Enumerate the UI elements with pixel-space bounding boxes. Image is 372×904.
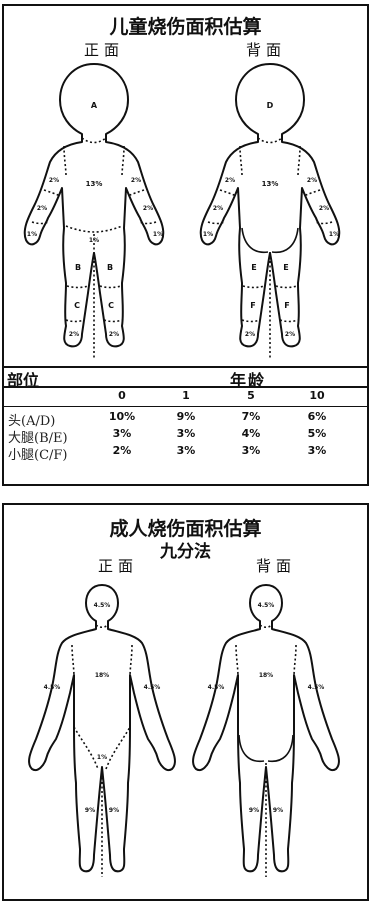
table-cell: 3%: [176, 444, 196, 457]
adult-back-leg-l: 9%: [249, 807, 259, 814]
child-back-foot-l: 2%: [245, 331, 255, 338]
child-back-foot-r: 2%: [285, 331, 295, 338]
adult-back-label: 背面: [256, 557, 297, 575]
child-front-upperarm-l: 2%: [49, 177, 59, 184]
child-back-leg-r: F: [284, 301, 289, 310]
adult-back-head-label: 4.5%: [258, 602, 275, 609]
adult-back-outline: [192, 584, 340, 873]
adult-front-label: 正面: [98, 557, 139, 575]
child-front-foot-l: 2%: [69, 331, 79, 338]
child-back-hand-r: 1%: [329, 231, 339, 238]
age-1: 1: [182, 389, 190, 402]
adult-front-arm-r: 4.5%: [144, 684, 161, 691]
child-front-torso-label: 13%: [86, 180, 103, 188]
child-front-upperarm-r: 2%: [131, 177, 141, 184]
child-front-thigh-r: B: [107, 263, 113, 272]
child-front-hand-l: 1%: [27, 231, 37, 238]
child-back-upperarm-l: 2%: [225, 177, 235, 184]
adult-back-arm-r: 4.5%: [308, 684, 325, 691]
table-header: 部位 年龄: [4, 366, 367, 390]
child-burn-panel: 儿童烧伤面积估算 正面 背面 A 13% 2% 2% 2% 2% 1% 1% 1…: [2, 4, 369, 486]
age-5: 5: [247, 389, 255, 402]
child-front-leg-l: C: [74, 301, 80, 310]
row-label: 小腿(C/F): [8, 448, 68, 463]
child-back-forearm-l: 2%: [213, 205, 223, 212]
age-10: 10: [309, 389, 325, 402]
table-row: 小腿(C/F) 2% 3% 3% 3%: [4, 444, 367, 463]
table-row: 大腿(B/E) 3% 3% 4% 5%: [4, 427, 367, 446]
table-cell: 6%: [307, 410, 327, 423]
table-cell: 3%: [307, 444, 327, 457]
child-back-figure: D 13% 2% 2% 2% 2% 1% 1% E E F F 2% 2%: [199, 63, 341, 358]
child-back-forearm-r: 2%: [319, 205, 329, 212]
table-cell: 9%: [176, 410, 196, 423]
table-cell: 3%: [176, 427, 196, 440]
child-front-genital: 1%: [89, 237, 99, 244]
child-title: 儿童烧伤面积估算: [109, 16, 262, 38]
child-front-forearm-r: 2%: [143, 205, 153, 212]
child-back-thigh-r: E: [283, 263, 288, 272]
child-front-label: 正面: [84, 41, 125, 59]
child-back-leg-l: F: [250, 301, 255, 310]
table-cell: 5%: [307, 427, 327, 440]
adult-back-torso-label: 18%: [259, 672, 273, 679]
adult-subtitle: 九分法: [160, 542, 211, 562]
child-back-hand-l: 1%: [203, 231, 213, 238]
adult-title: 成人烧伤面积估算: [109, 518, 262, 540]
adult-front-arm-l: 4.5%: [44, 684, 61, 691]
table-cell: 2%: [112, 444, 132, 457]
adult-back-arm-l: 4.5%: [208, 684, 225, 691]
adult-front-leg-l: 9%: [85, 807, 95, 814]
child-front-leg-r: C: [108, 301, 114, 310]
child-back-thigh-l: E: [251, 263, 256, 272]
child-back-upperarm-r: 2%: [307, 177, 317, 184]
adult-front-torso-label: 18%: [95, 672, 109, 679]
adult-front-figure: 4.5% 18% 4.5% 4.5% 1% 9% 9%: [28, 584, 176, 877]
child-front-forearm-l: 2%: [37, 205, 47, 212]
adult-back-figure: 4.5% 18% 4.5% 4.5% 9% 9%: [192, 584, 340, 877]
row-label: 头(A/D): [8, 414, 56, 429]
part-header: 部位: [7, 371, 40, 390]
child-back-head-label: D: [267, 101, 274, 110]
age-values-row: 0 1 5 10: [4, 389, 367, 405]
child-back-torso-label: 13%: [262, 180, 279, 188]
age-0: 0: [118, 389, 126, 402]
child-front-thigh-l: B: [75, 263, 81, 272]
table-row: 头(A/D) 10% 9% 7% 6%: [4, 410, 367, 429]
table-cell: 3%: [241, 444, 261, 457]
child-front-foot-r: 2%: [109, 331, 119, 338]
row-label: 大腿(B/E): [8, 431, 68, 446]
adult-front-leg-r: 9%: [109, 807, 119, 814]
child-front-head-label: A: [91, 101, 98, 110]
child-front-figure: A 13% 2% 2% 2% 2% 1% 1% 1% B B C C 2% 2%: [23, 63, 165, 358]
adult-burn-panel: 成人烧伤面积估算 九分法 正面 背面 4.5% 18% 4.5% 4.5% 1%…: [2, 503, 369, 901]
age-header: 年龄: [230, 371, 267, 390]
child-front-hand-r: 1%: [153, 231, 163, 238]
adult-front-head-label: 4.5%: [94, 602, 111, 609]
table-cell: 4%: [241, 427, 261, 440]
table-cell: 3%: [112, 427, 132, 440]
child-back-label: 背面: [246, 41, 287, 59]
adult-front-outline: [28, 584, 176, 873]
table-cell: 10%: [108, 410, 136, 423]
table-cell: 7%: [241, 410, 261, 423]
adult-front-genital: 1%: [97, 754, 107, 761]
table-divider: [4, 406, 367, 407]
adult-back-leg-r: 9%: [273, 807, 283, 814]
